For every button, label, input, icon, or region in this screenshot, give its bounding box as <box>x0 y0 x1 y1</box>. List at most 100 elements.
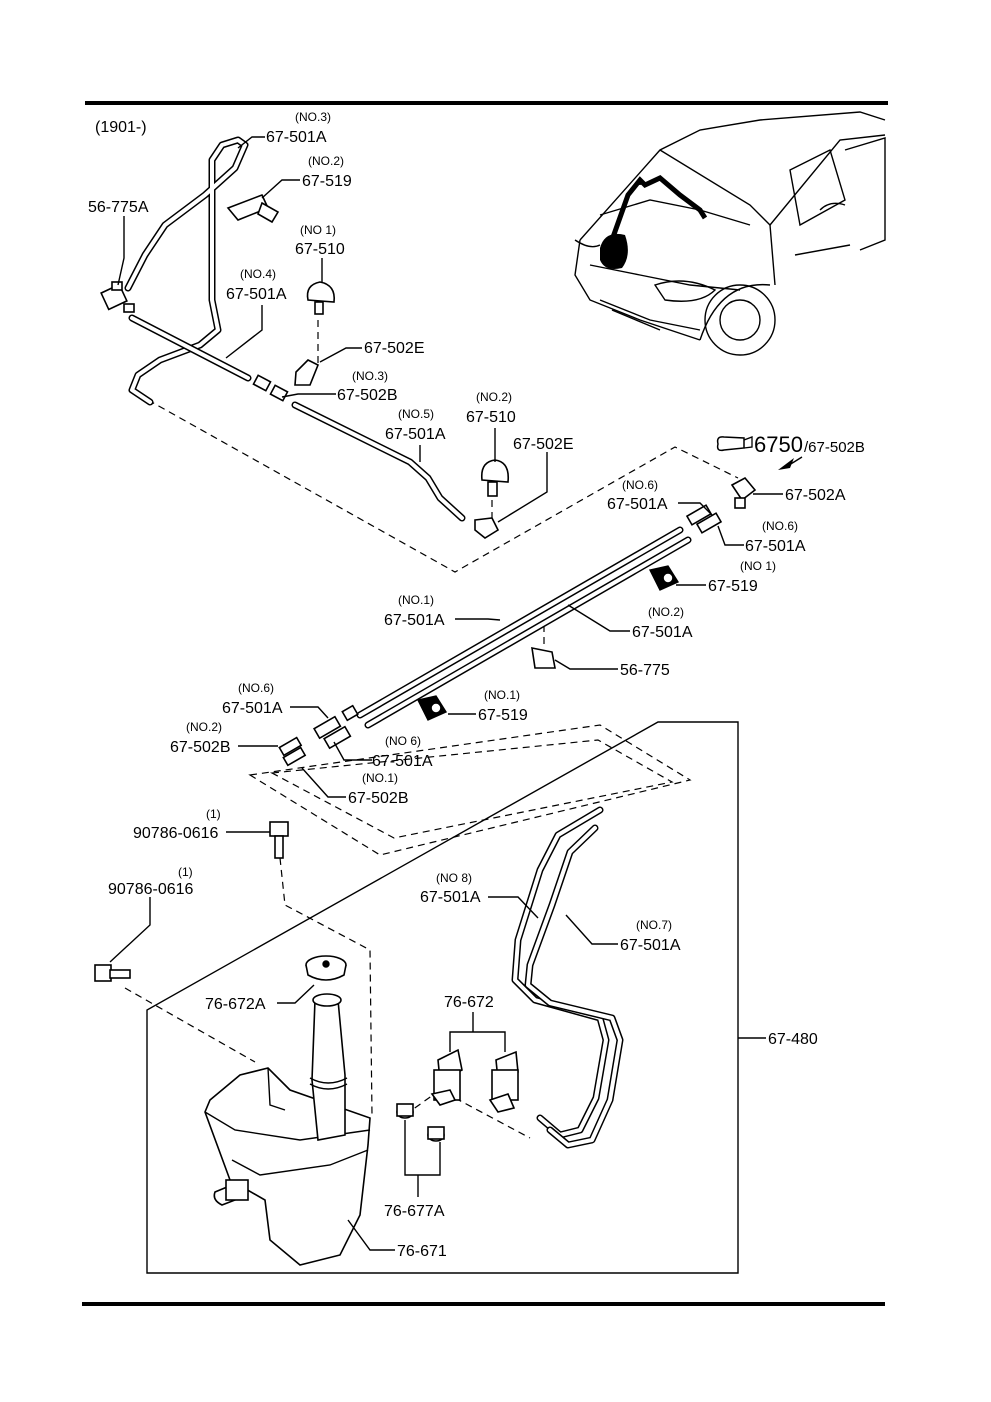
washer-nozzle-no2 <box>480 459 510 497</box>
grommet-76-677a-1 <box>396 1103 414 1119</box>
callout-connector-no6-d: (NO 6) 67-501A <box>372 734 433 770</box>
svg-text:(NO.3): (NO.3) <box>295 110 331 124</box>
clip-56-775 <box>531 646 556 669</box>
svg-text:67-519: 67-519 <box>478 707 528 724</box>
hose-no4 <box>128 314 252 382</box>
svg-text:67-519: 67-519 <box>302 173 352 190</box>
svg-text:67-502B: 67-502B <box>337 387 398 404</box>
leader-lines <box>109 136 783 1251</box>
svg-text:67-501A: 67-501A <box>745 538 806 555</box>
callout-connector-no6-b: (NO.6) 67-501A <box>745 519 806 555</box>
svg-text:(NO.1): (NO.1) <box>398 593 434 607</box>
routing-outline-lower-inner <box>269 739 674 839</box>
svg-text:(NO.6): (NO.6) <box>238 681 274 695</box>
connector-no6-lower <box>313 704 359 750</box>
svg-text:(NO 6): (NO 6) <box>385 734 421 748</box>
svg-text:(NO.6): (NO.6) <box>762 519 798 533</box>
svg-text:56-775A: 56-775A <box>88 199 149 216</box>
callout-washer-tank: 76-671 <box>397 1243 447 1260</box>
svg-text:67-501A: 67-501A <box>620 937 681 954</box>
callout-nozzle-no1: (NO 1) 67-510 <box>295 223 345 258</box>
callout-hose-no2: (NO.2) 67-501A <box>632 605 693 641</box>
svg-text:(NO.5): (NO.5) <box>398 407 434 421</box>
callout-clip-56-775: 56-775 <box>620 662 670 679</box>
callout-grommet: 76-677A <box>384 1203 445 1220</box>
svg-text:(NO.2): (NO.2) <box>308 154 344 168</box>
svg-text:67-519: 67-519 <box>708 578 758 595</box>
connector-no6-upper <box>685 504 723 534</box>
svg-text:76-672A: 76-672A <box>205 996 266 1013</box>
svg-text:76-677A: 76-677A <box>384 1203 445 1220</box>
svg-text:67-501A: 67-501A <box>384 612 445 629</box>
svg-text:(NO.2): (NO.2) <box>186 720 222 734</box>
svg-text:(NO.4): (NO.4) <box>240 267 276 281</box>
hose-no2-long <box>364 536 692 729</box>
callout-hose-no8: (NO 8) 67-501A <box>420 871 481 906</box>
bolt-guide-line-2 <box>124 987 256 1063</box>
hose-elbow-67-502e-upper <box>294 359 320 386</box>
bolt-upper <box>269 821 289 859</box>
svg-text:76-672: 76-672 <box>444 994 494 1011</box>
svg-text:67-501A: 67-501A <box>632 624 693 641</box>
svg-text:67-502E: 67-502E <box>364 340 425 357</box>
reference-code: /67-502B <box>804 439 865 456</box>
svg-text:(NO 1): (NO 1) <box>300 223 336 237</box>
callout-joint-67-502a: 67-502A <box>785 487 846 504</box>
callout-check-valve-no1-upper: (NO 1) 67-519 <box>708 559 776 595</box>
vehicle-location-illustration <box>574 111 886 356</box>
pointing-hand-icon <box>716 436 745 452</box>
check-valve-no2-67-519 <box>226 193 280 224</box>
svg-text:67-510: 67-510 <box>295 241 345 258</box>
check-valve-no1-lower <box>416 695 448 721</box>
svg-text:67-501A: 67-501A <box>607 496 668 513</box>
hose-no7 <box>524 824 624 1149</box>
routing-outline-lower-outer <box>248 724 692 856</box>
svg-text:67-501A: 67-501A <box>266 129 327 146</box>
callout-elbow-lower: 67-502E <box>513 436 574 453</box>
grommet-76-677a-2 <box>427 1126 445 1142</box>
svg-text:(1): (1) <box>178 865 193 879</box>
svg-text:(NO.1): (NO.1) <box>362 771 398 785</box>
hose-no3 <box>124 136 249 406</box>
svg-text:67-502E: 67-502E <box>513 436 574 453</box>
filler-cap-76-672a <box>305 955 347 981</box>
svg-text:(1): (1) <box>206 807 221 821</box>
hose-no5 <box>291 401 466 522</box>
joint-67-502a <box>730 476 757 509</box>
callout-bolt-upper: (1) 90786-0616 <box>133 807 221 842</box>
date-code: (1901-) <box>95 119 147 136</box>
svg-text:67-502A: 67-502A <box>785 487 846 504</box>
svg-text:67-501A: 67-501A <box>385 426 446 443</box>
svg-text:67-501A: 67-501A <box>372 753 433 770</box>
callout-connector-no6-c: (NO.6) 67-501A <box>222 681 283 717</box>
callout-washer-motor: 76-672 <box>444 994 494 1011</box>
callout-tank-assembly: 67-480 <box>768 1031 818 1048</box>
svg-text:76-671: 76-671 <box>397 1243 447 1260</box>
svg-text:67-501A: 67-501A <box>420 889 481 906</box>
callout-filler-cap: 76-672A <box>205 996 266 1013</box>
joint-67-502b-lower <box>278 736 307 767</box>
svg-text:(NO.3): (NO.3) <box>352 369 388 383</box>
washer-nozzle-no1 <box>306 281 336 315</box>
svg-text:90786-0616: 90786-0616 <box>108 881 194 898</box>
callout-hose-no7: (NO.7) 67-501A <box>620 918 681 954</box>
hose-no1-long <box>356 526 684 719</box>
callout-check-valve-no2: (NO.2) 67-519 <box>302 154 352 190</box>
svg-text:67-501A: 67-501A <box>222 700 283 717</box>
check-valve-no1-upper <box>648 565 680 591</box>
callout-check-valve-no1-lower: (NO.1) 67-519 <box>478 688 528 724</box>
svg-text:67-480: 67-480 <box>768 1031 818 1048</box>
svg-text:(NO.2): (NO.2) <box>476 390 512 404</box>
motor-guide-line <box>404 1089 531 1139</box>
svg-text:67-501A: 67-501A <box>226 286 287 303</box>
svg-text:(NO.6): (NO.6) <box>622 478 658 492</box>
svg-text:67-502B: 67-502B <box>170 739 231 756</box>
callout-elbow-upper: 67-502E <box>364 340 425 357</box>
callout-bolt-lower: (1) 90786-0616 <box>108 865 194 898</box>
callout-joint-no3: (NO.3) 67-502B <box>337 369 398 404</box>
three-way-joint-56-775a <box>100 281 135 313</box>
washer-motor-no1 <box>430 1048 463 1106</box>
callout-joint-no1: (NO.1) 67-502B <box>348 771 409 807</box>
svg-text:90786-0616: 90786-0616 <box>133 825 219 842</box>
